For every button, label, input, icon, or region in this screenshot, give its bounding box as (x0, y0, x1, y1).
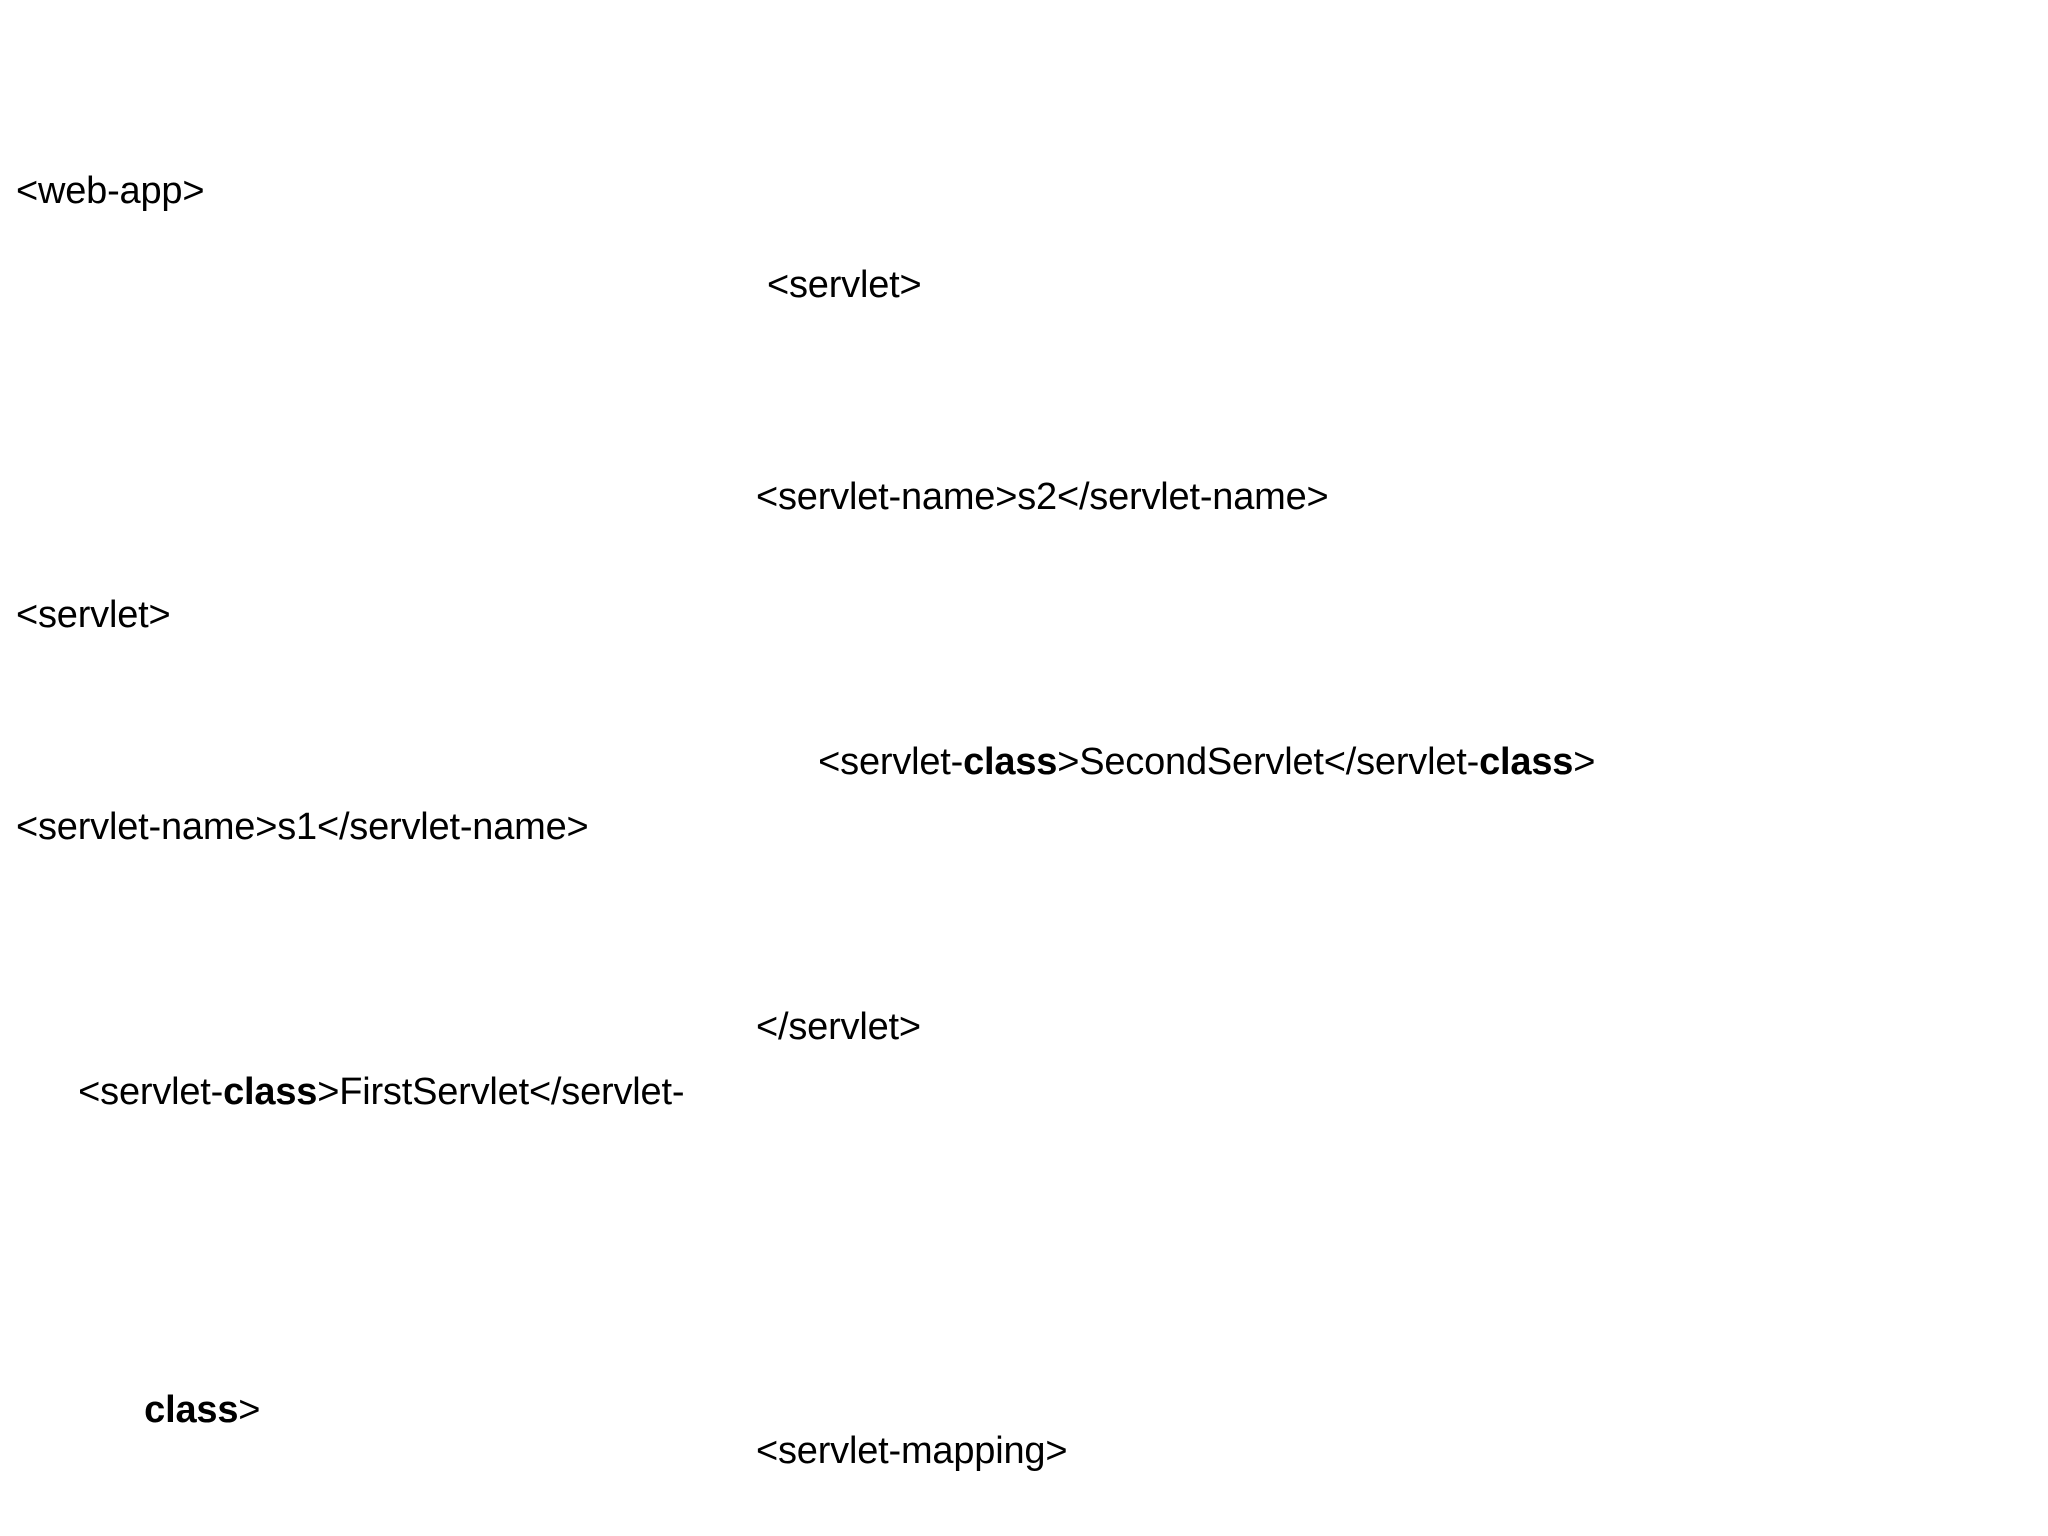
code-line-servlet-name-s1: <servlet-name>s1</servlet-name> (16, 806, 589, 848)
servlet-class-close-bracket: > (238, 1389, 261, 1431)
servlet-class-open-prefix: <servlet- (78, 1071, 224, 1113)
code-line-blank-2 (756, 1213, 1856, 1266)
right-code-column: <servlet> <servlet-name>s2</servlet-name… (756, 100, 1856, 1536)
left-code-column: <web-app> <servlet> <servlet-name>s1</se… (16, 6, 736, 1536)
code-line-servlet-class-second: <servlet-class>SecondServlet</servlet-cl… (756, 683, 1856, 842)
servlet-class-value-second: >SecondServlet</servlet- (1057, 741, 1480, 783)
servlet-class-keyword-open-2: class (963, 741, 1058, 783)
code-line-servlet-open-s2: <servlet> (767, 264, 922, 306)
servlet-class-open-prefix-2: <servlet- (818, 741, 964, 783)
servlet-class-keyword-close-2: class (1479, 741, 1574, 783)
code-line-blank-1 (16, 377, 736, 430)
servlet-class-value-first: >FirstServlet</servlet- (317, 1071, 685, 1113)
code-line-servlet-class-wrap: class> (16, 1331, 736, 1490)
servlet-class-keyword-close: class (144, 1389, 239, 1431)
code-line-servlet-open-s1: <servlet> (16, 594, 171, 636)
servlet-class-keyword-open: class (223, 1071, 318, 1113)
code-line-servlet-class-first: <servlet-class>FirstServlet</servlet- (16, 1013, 736, 1172)
code-line-servlet-mapping-open-s2: <servlet-mapping> (756, 1430, 1068, 1472)
code-line-servlet-close-s2: </servlet> (756, 1006, 921, 1048)
servlet-class-close-bracket-2: > (1573, 741, 1596, 783)
code-line-servlet-name-s2: <servlet-name>s2</servlet-name> (756, 476, 1329, 518)
code-line-web-app-open: <web-app> (16, 170, 205, 212)
